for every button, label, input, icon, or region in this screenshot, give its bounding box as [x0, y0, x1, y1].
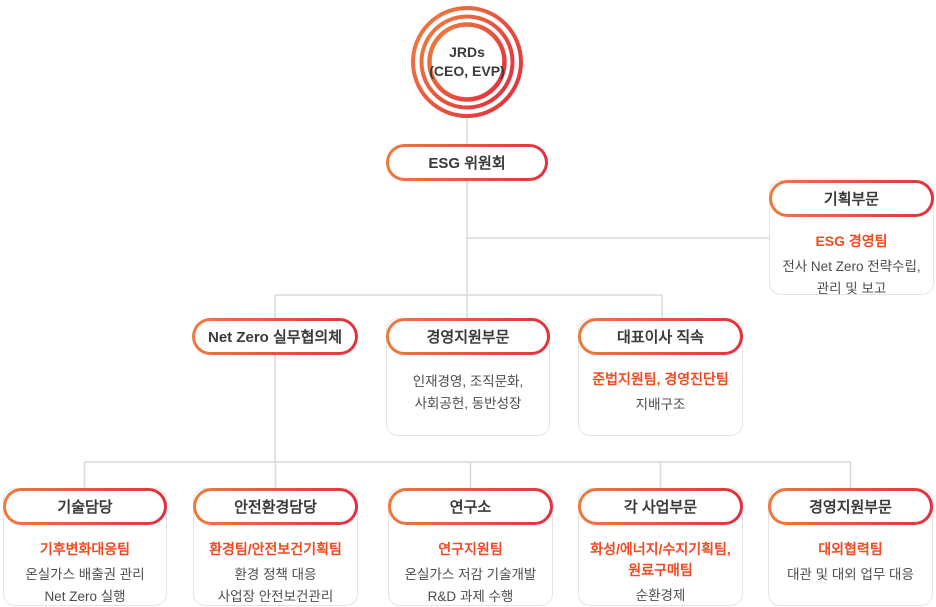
planning-title: 기획부문 — [823, 191, 880, 208]
safety-env-desc-line: 사업장 안전보건관리 — [217, 589, 334, 604]
card-mgmt-support-division: 경영지원부문 인재경영, 조직문화, 사회공헌, 동반성장 — [386, 318, 550, 436]
business-units-title: 각 사업부문 — [623, 499, 698, 516]
mgmt-support-desc-line: 인재경영, 조직문화, — [412, 374, 524, 389]
card-ceo-direct: 대표이사 직속 준법지원팀, 경영진단팀 지배구조 — [578, 318, 743, 436]
research-title-pill: 연구소 — [388, 488, 553, 525]
business-units-team-line: 화성/에너지/수지기획팀, — [590, 541, 731, 557]
esg-committee-pill: ESG 위원회 — [386, 144, 548, 181]
safety-env-team: 환경팀/안전보건기획팀 — [209, 541, 342, 557]
ceo-direct-team: 준법지원팀, 경영진단팀 — [592, 371, 729, 387]
research-title: 연구소 — [449, 499, 492, 516]
mgmt-support-2-title-pill: 경영지원부문 — [768, 488, 933, 525]
root-node-label: JRDs (CEO, EVP) — [411, 6, 523, 118]
netzero-council-pill: Net Zero 실무협의체 — [192, 318, 358, 355]
tech-title-pill: 기술담당 — [3, 488, 167, 525]
card-planning-division: 기획부문 ESG 경영팀 전사 Net Zero 전략수립, 관리 및 보고 — [769, 180, 934, 296]
business-units-desc-line: 순환경제 — [635, 588, 686, 603]
safety-env-title: 안전환경담당 — [234, 499, 317, 516]
mgmt-support-2-team: 대외협력팀 — [818, 541, 883, 557]
card-research: 연구소 연구지원팀 온실가스 저감 기술개발 R&D 과제 수행 — [388, 488, 553, 606]
business-units-title-pill: 각 사업부문 — [578, 488, 743, 525]
planning-title-pill: 기획부문 — [769, 180, 934, 217]
tech-title: 기술담당 — [57, 499, 113, 516]
root-title-line1: JRDs — [449, 44, 485, 60]
mgmt-support-desc-line: 사회공헌, 동반성장 — [414, 396, 522, 411]
root-node-rings-icon — [411, 6, 523, 118]
tech-desc-line: Net Zero 실행 — [44, 589, 126, 604]
research-desc-line: R&D 과제 수행 — [427, 589, 514, 604]
planning-team: ESG 경영팀 — [815, 233, 888, 249]
root-node: JRDs (CEO, EVP) — [411, 6, 523, 118]
research-team: 연구지원팀 — [438, 541, 503, 557]
safety-env-title-pill: 안전환경담당 — [193, 488, 358, 525]
tech-desc-line: 온실가스 배출권 관리 — [25, 567, 145, 582]
ceo-direct-title: 대표이사 직속 — [617, 329, 704, 346]
card-mgmt-support-2: 경영지원부문 대외협력팀 대관 및 대외 업무 대응 — [768, 488, 933, 606]
mgmt-support-2-desc-line: 대관 및 대외 업무 대응 — [787, 567, 914, 582]
planning-desc-line: 관리 및 보고 — [816, 281, 887, 296]
planning-desc-line: 전사 Net Zero 전략수립, — [782, 259, 921, 274]
research-desc-line: 온실가스 저감 기술개발 — [404, 567, 537, 582]
card-safety-env: 안전환경담당 환경팀/안전보건기획팀 환경 정책 대응 사업장 안전보건관리 — [193, 488, 358, 606]
root-title-line2: (CEO, EVP) — [429, 63, 505, 79]
safety-env-desc-line: 환경 정책 대응 — [234, 567, 317, 582]
card-tech: 기술담당 기후변화대응팀 온실가스 배출권 관리 Net Zero 실행 — [3, 488, 167, 606]
ceo-direct-desc-line: 지배구조 — [635, 397, 686, 412]
mgmt-support-2-title: 경영지원부문 — [809, 499, 892, 516]
netzero-council-label: Net Zero 실무협의체 — [207, 329, 342, 346]
business-units-team-line: 원료구매팀 — [628, 562, 693, 578]
card-business-units: 각 사업부문 화성/에너지/수지기획팀, 원료구매팀 순환경제 — [578, 488, 743, 606]
mgmt-support-title-pill: 경영지원부문 — [386, 318, 550, 355]
tech-team: 기후변화대응팀 — [39, 541, 131, 557]
esg-committee-label: ESG 위원회 — [428, 155, 506, 172]
mgmt-support-title: 경영지원부문 — [426, 329, 510, 346]
ceo-direct-title-pill: 대표이사 직속 — [578, 318, 743, 355]
